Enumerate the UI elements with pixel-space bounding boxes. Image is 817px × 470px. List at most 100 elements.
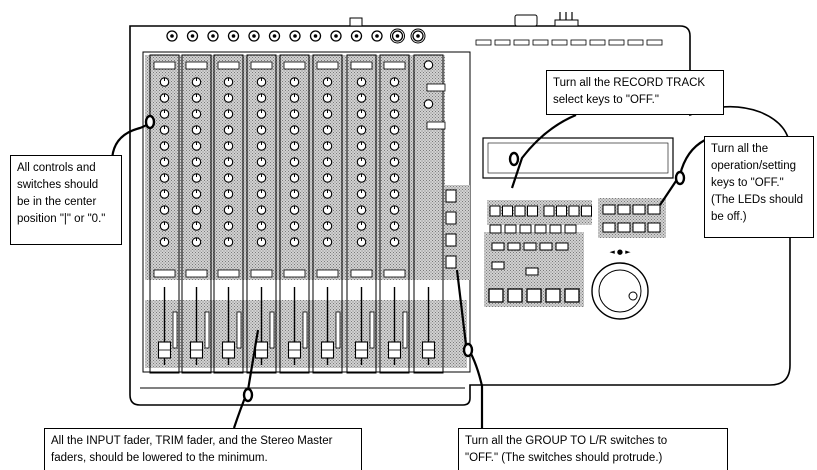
strip-top-switch <box>384 62 405 69</box>
record-track-key <box>569 206 579 216</box>
locate-key <box>540 243 552 250</box>
locate-key <box>508 243 520 250</box>
record-track-key <box>544 206 554 216</box>
callout-group-line-1: Turn all the GROUP TO L/R switches to <box>465 433 721 450</box>
operation-key <box>633 205 645 214</box>
record-track-key <box>490 206 500 216</box>
trim-fader <box>173 312 177 348</box>
operation-key <box>618 223 630 232</box>
operation-key <box>648 223 660 232</box>
trim-fader <box>237 312 241 348</box>
callout-operation-line-3: keys to "OFF." <box>711 175 807 192</box>
function-key <box>520 225 531 233</box>
hook-group <box>464 344 472 356</box>
input-jack-center <box>355 34 359 38</box>
hook-record-track <box>510 153 518 165</box>
callout-controls: All controls and switches should be in t… <box>10 155 122 245</box>
trim-fader <box>370 312 374 348</box>
jog-direction-label: ◄ ● ► <box>609 248 631 256</box>
hook-faders <box>244 389 252 401</box>
master-area-shading <box>413 55 445 185</box>
input-jack-center <box>396 34 400 38</box>
operation-key <box>603 223 615 232</box>
callout-operation: Turn all the operation/setting keys to "… <box>704 136 814 238</box>
input-jack-center <box>170 34 174 38</box>
input-jack-center <box>273 34 277 38</box>
callout-record-track-line-2: select keys to "OFF." <box>553 92 717 109</box>
strip-top-switch <box>154 62 175 69</box>
operation-key <box>648 205 660 214</box>
locate-key <box>556 243 568 250</box>
top-button <box>495 40 510 45</box>
top-button <box>571 40 586 45</box>
input-jack-center <box>293 34 297 38</box>
callout-group: Turn all the GROUP TO L/R switches to "O… <box>458 428 728 470</box>
group-switch <box>446 190 456 202</box>
callout-operation-line-5: be off.) <box>711 209 807 226</box>
callout-faders: All the INPUT fader, TRIM fader, and the… <box>44 428 362 470</box>
callout-group-line-2: "OFF." (The switches should protrude.) <box>465 450 721 467</box>
master-switch <box>427 122 445 129</box>
master-knob <box>424 61 432 69</box>
strip-bottom-switch <box>284 270 305 277</box>
transport-key <box>527 289 541 302</box>
callout-controls-line-1: All controls and <box>17 160 115 177</box>
strip-top-switch <box>186 62 207 69</box>
group-switch <box>446 234 456 246</box>
locate-key <box>492 243 504 250</box>
top-button <box>514 40 529 45</box>
function-key <box>565 225 576 233</box>
transport-key <box>489 289 503 302</box>
strip-bottom-switch <box>218 270 239 277</box>
record-track-key <box>528 206 538 216</box>
function-key <box>550 225 561 233</box>
input-jack-center <box>252 34 256 38</box>
transport-key <box>565 289 579 302</box>
strip-bottom-switch <box>154 270 175 277</box>
transport-key <box>546 289 560 302</box>
record-track-key <box>503 206 513 216</box>
function-key <box>535 225 546 233</box>
transport-key <box>508 289 522 302</box>
strip-bottom-switch <box>251 270 272 277</box>
input-jack-center <box>375 34 379 38</box>
top-button <box>647 40 662 45</box>
trim-fader <box>270 312 274 348</box>
top-button <box>476 40 491 45</box>
function-key <box>490 225 501 233</box>
callout-faders-line-2: faders, should be lowered to the minimum… <box>51 450 355 467</box>
group-switch <box>446 256 456 268</box>
callout-controls-line-2: switches should <box>17 177 115 194</box>
strip-bottom-switch <box>317 270 338 277</box>
record-track-key <box>557 206 567 216</box>
strip-top-switch <box>317 62 338 69</box>
trim-fader <box>336 312 340 348</box>
strip-bottom-switch <box>384 270 405 277</box>
strip-bottom-switch <box>351 270 372 277</box>
input-jack-center <box>334 34 338 38</box>
input-jack-center <box>416 34 420 38</box>
store-key <box>492 262 504 269</box>
strip-top-switch <box>284 62 305 69</box>
function-key <box>505 225 516 233</box>
top-button <box>552 40 567 45</box>
hook-operation <box>676 172 684 184</box>
strip-top-switch <box>218 62 239 69</box>
master-switch <box>427 84 445 91</box>
callout-operation-line-4: (The LEDs should <box>711 192 807 209</box>
operation-key <box>603 205 615 214</box>
top-button <box>628 40 643 45</box>
record-track-key <box>582 206 592 216</box>
callout-operation-line-2: operation/setting <box>711 158 807 175</box>
callout-record-track: Turn all the RECORD TRACK select keys to… <box>546 70 724 115</box>
callout-faders-line-1: All the INPUT fader, TRIM fader, and the… <box>51 433 355 450</box>
callout-record-track-line-1: Turn all the RECORD TRACK <box>553 75 717 92</box>
hook-controls <box>146 116 154 128</box>
callout-controls-line-4: position "|" or "0." <box>17 211 115 228</box>
strip-top-switch <box>251 62 272 69</box>
trim-fader <box>205 312 209 348</box>
record-track-key <box>515 206 525 216</box>
operation-key <box>618 205 630 214</box>
edit-key <box>526 268 538 275</box>
input-jack-center <box>232 34 236 38</box>
